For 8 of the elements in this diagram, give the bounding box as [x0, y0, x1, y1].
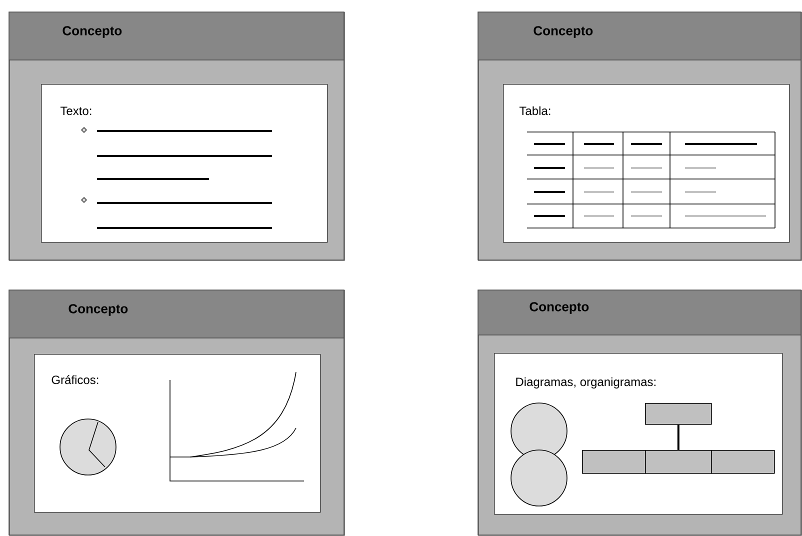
content-box: Tabla: [503, 84, 790, 243]
content-box: Gráficos: [34, 354, 321, 513]
org-chart-box [711, 450, 775, 474]
org-chart-box [645, 403, 712, 425]
content-box: Texto: [41, 84, 328, 243]
connector-line [677, 424, 680, 450]
org-chart-box [582, 450, 646, 474]
org-chart-box [645, 450, 712, 474]
